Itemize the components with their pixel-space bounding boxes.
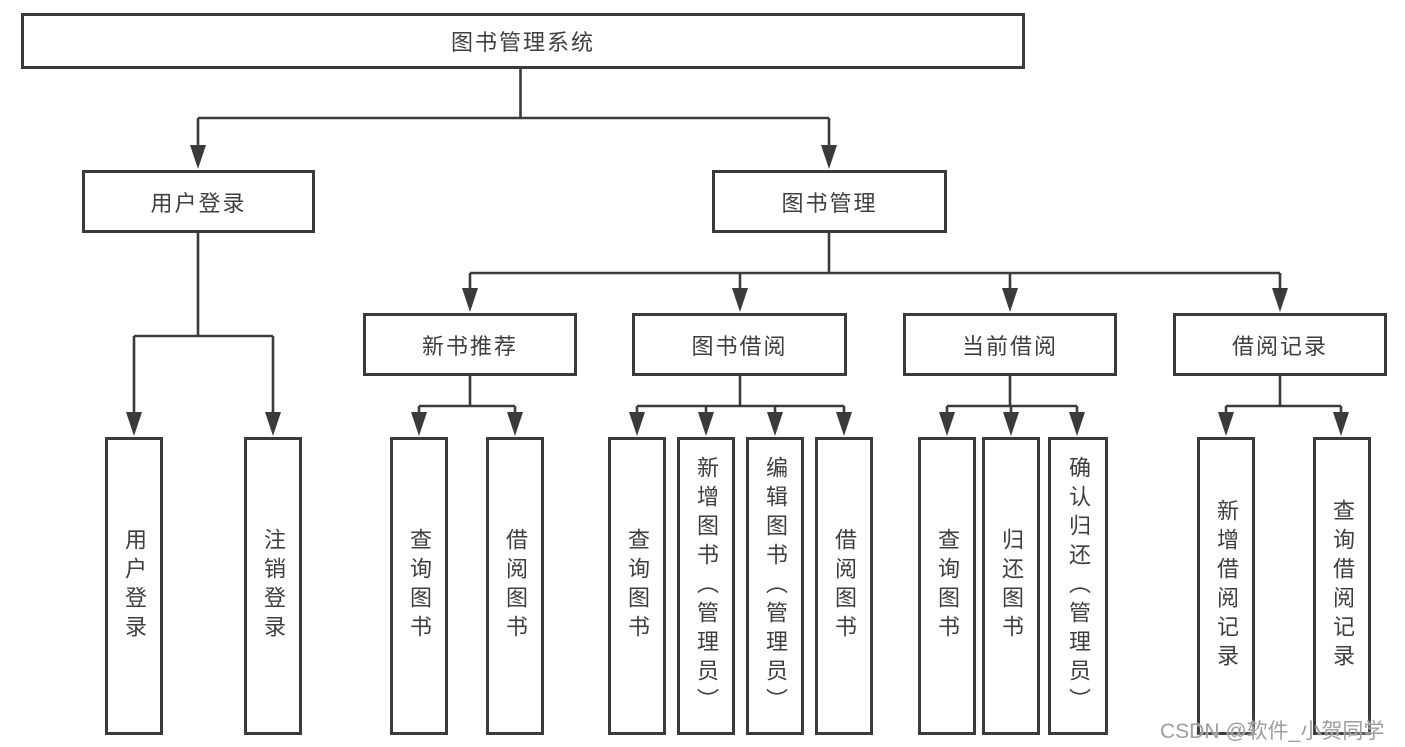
leaf-edit-book-admin: 编辑图书（管理员） [746,437,804,735]
node-book-management: 图书管理 [712,170,947,233]
leaf-user-login: 用户登录 [105,437,163,735]
node-new-book-recommend: 新书推荐 [363,313,577,376]
leaf-add-borrow-record: 新增借阅记录 [1197,437,1255,735]
node-current-borrowing: 当前借阅 [903,313,1117,376]
leaf-query-book-recommend: 查询图书 [390,437,448,735]
leaf-return-book: 归还图书 [982,437,1040,735]
node-user-login: 用户登录 [82,170,315,233]
leaf-query-borrow-record: 查询借阅记录 [1313,437,1371,735]
leaf-add-book-admin: 新增图书（管理员） [677,437,735,735]
node-borrowing-records: 借阅记录 [1173,313,1387,376]
leaf-query-book-borrowing: 查询图书 [608,437,666,735]
node-library-system: 图书管理系统 [21,13,1025,69]
arrowheads [126,145,1349,436]
leaf-logout-login: 注销登录 [244,437,302,735]
csdn-watermark: CSDN @软件_小贺同学 [1160,720,1385,743]
leaf-borrow-book-borrowing: 借阅图书 [815,437,873,735]
leaf-query-book-current: 查询图书 [918,437,976,735]
node-book-borrowing: 图书借阅 [632,313,847,376]
leaf-borrow-book-recommend: 借阅图书 [486,437,544,735]
leaf-confirm-return-admin: 确认归还（管理员） [1048,437,1108,735]
